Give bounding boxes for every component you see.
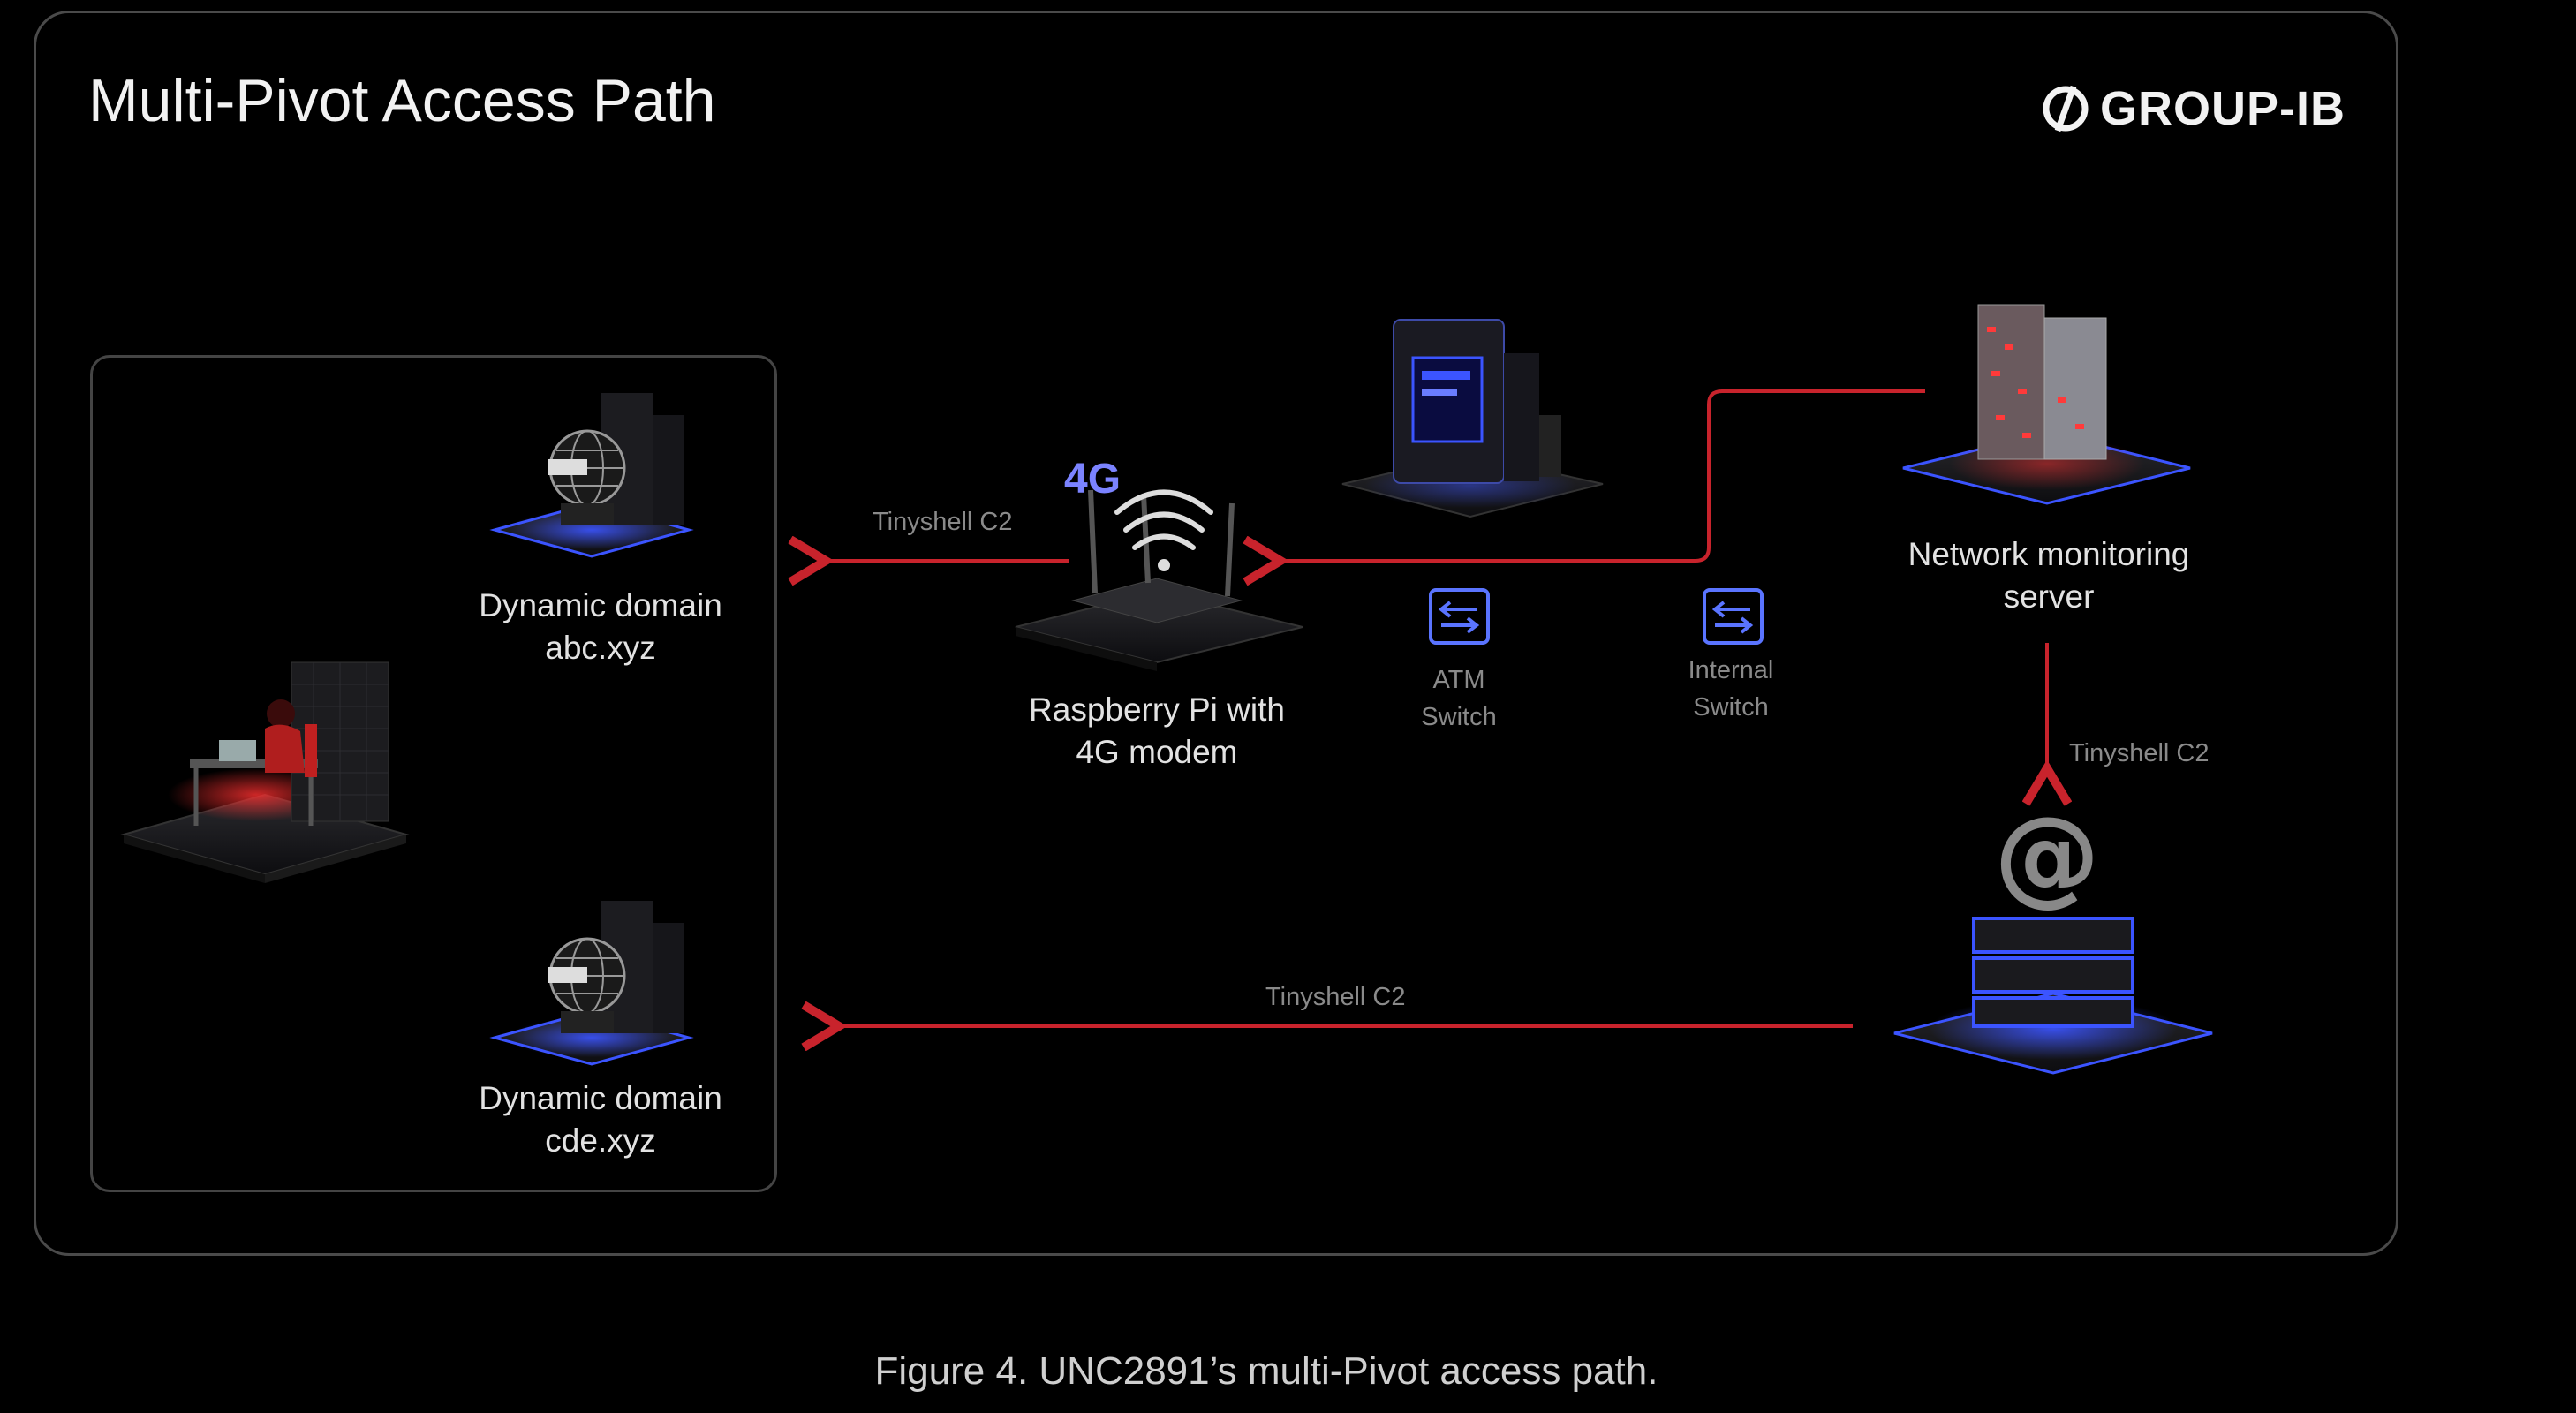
atm-switch-line2: Switch <box>1421 703 1497 731</box>
edge-label-server-to-mail: Tinyshell C2 <box>2069 739 2210 767</box>
raspberry-pi-router-illustration <box>1015 489 1303 671</box>
edge-label-mail-to-cde: Tinyshell C2 <box>1265 983 1406 1011</box>
4g-badge: 4G <box>1064 456 1122 502</box>
node-monitoring-server-label: Network monitoring server <box>1863 533 2234 618</box>
diagram-title: Multi-Pivot Access Path <box>88 67 716 134</box>
attacker-workstation-illustration <box>120 661 410 883</box>
dynamic-domain-cde-illustration <box>489 901 694 1066</box>
node-domain-cde-label: Dynamic domain cde.xyz <box>424 1077 777 1162</box>
node-raspberry-pi-label: Raspberry Pi with 4G modem <box>980 689 1333 774</box>
monitoring-line1: Network monitoring <box>1907 536 2190 572</box>
domain-cde-line1: Dynamic domain <box>479 1080 722 1116</box>
atm-illustration <box>1341 319 1604 518</box>
dynamic-domain-abc-illustration <box>489 393 694 558</box>
mail-server-illustration: @ <box>1893 795 2213 1075</box>
atm-switch-icon <box>1429 588 1490 645</box>
network-monitoring-server-illustration <box>1902 304 2191 505</box>
internal-switch-line1: Internal <box>1688 656 1774 684</box>
figure-caption: Figure 4. UNC2891’s multi-Pivot access p… <box>874 1349 1658 1393</box>
raspberry-line1: Raspberry Pi with <box>1029 691 1285 728</box>
monitoring-line2: server <box>2003 578 2095 615</box>
group-ib-logo: GROUP-IB <box>2040 78 2346 140</box>
raspberry-line2: 4G modem <box>1076 734 1238 770</box>
logo-text: GROUP-IB <box>2100 82 2346 135</box>
group-ib-logo-mark-icon <box>2043 85 2089 132</box>
internal-switch-line2: Switch <box>1693 693 1769 722</box>
attacker-infrastructure-group <box>90 355 777 1192</box>
domain-cde-line2: cde.xyz <box>545 1122 656 1159</box>
node-internal-switch-label: Internal Switch <box>1643 652 1819 726</box>
domain-abc-line2: abc.xyz <box>545 630 656 666</box>
node-domain-abc-label: Dynamic domain abc.xyz <box>424 585 777 669</box>
domain-abc-line1: Dynamic domain <box>479 587 722 623</box>
arrow-server-to-pi <box>1280 389 1925 561</box>
svg-text:@: @ <box>1994 795 2100 918</box>
internal-switch-icon <box>1703 588 1764 645</box>
atm-switch-line1: ATM <box>1432 666 1485 694</box>
node-atm-switch-label: ATM Switch <box>1371 661 1547 736</box>
edge-label-pi-to-abc: Tinyshell C2 <box>873 508 1013 536</box>
diagram-frame <box>34 11 2398 1256</box>
